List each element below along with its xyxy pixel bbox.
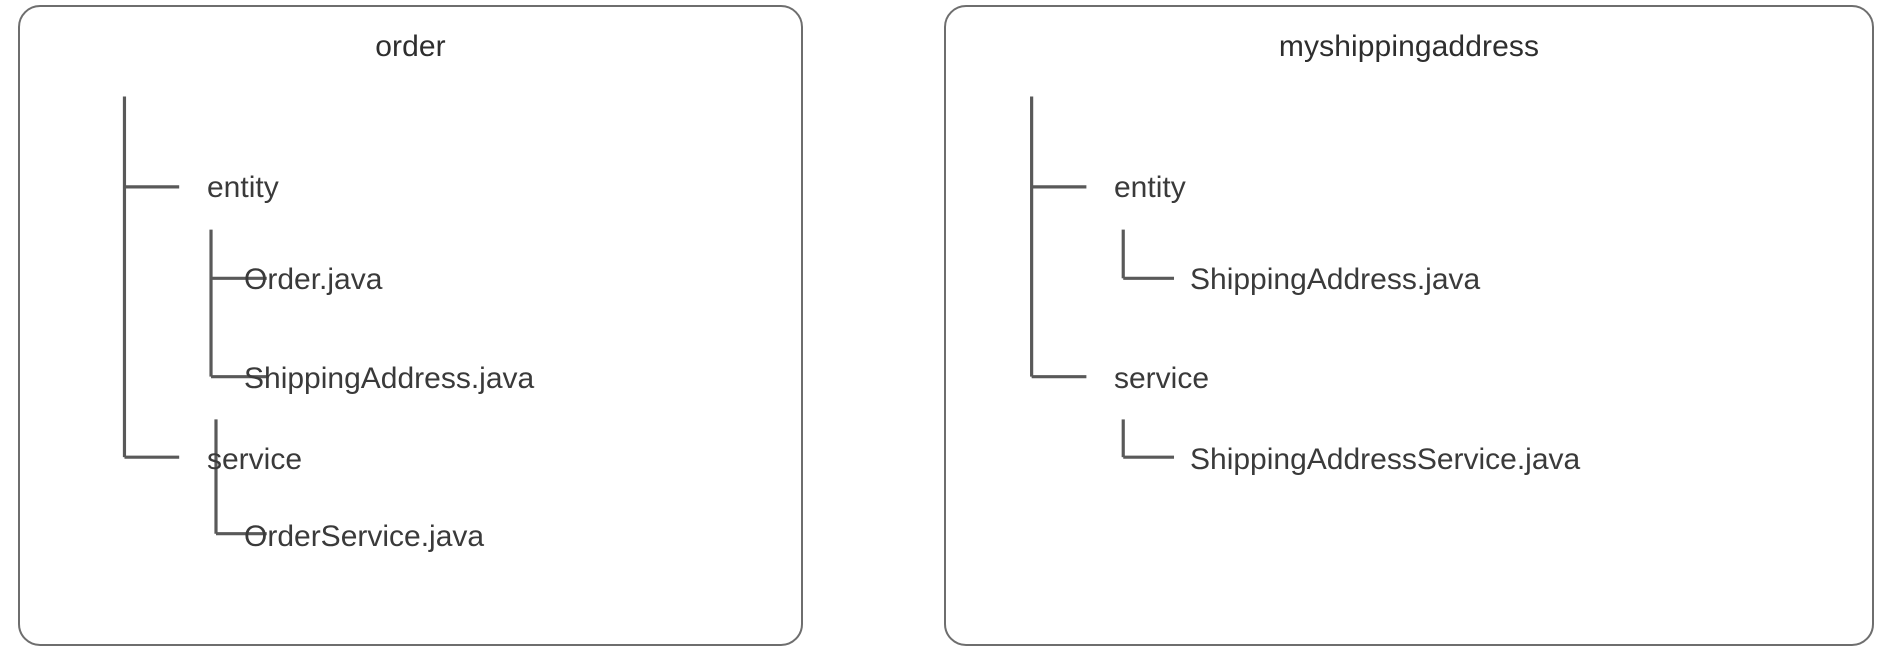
tree-node-shipping-address-service-java[interactable]: ShippingAddressService.java (1190, 443, 1581, 476)
tree-connectors-myshippingaddress (1030, 96, 1175, 459)
tree-node-entity[interactable]: entity (1114, 171, 1186, 204)
package-panel-myshippingaddress: myshippingaddress entity ShippingAddress… (944, 5, 1874, 646)
package-panel-order: order entity Order.java ShippingAddress.… (18, 5, 803, 646)
panel-title-order: order (375, 30, 446, 63)
tree-node-service[interactable]: service (207, 443, 303, 476)
tree-node-shipping-address-java[interactable]: ShippingAddress.java (244, 362, 535, 395)
tree-node-shipping-address-java[interactable]: ShippingAddress.java (1190, 263, 1481, 296)
tree-node-order-java[interactable]: Order.java (244, 263, 383, 296)
tree-node-entity[interactable]: entity (207, 171, 279, 204)
tree-node-order-service-java[interactable]: OrderService.java (244, 520, 485, 553)
panel-title-myshippingaddress: myshippingaddress (1278, 30, 1540, 63)
tree-node-service[interactable]: service (1114, 362, 1210, 395)
